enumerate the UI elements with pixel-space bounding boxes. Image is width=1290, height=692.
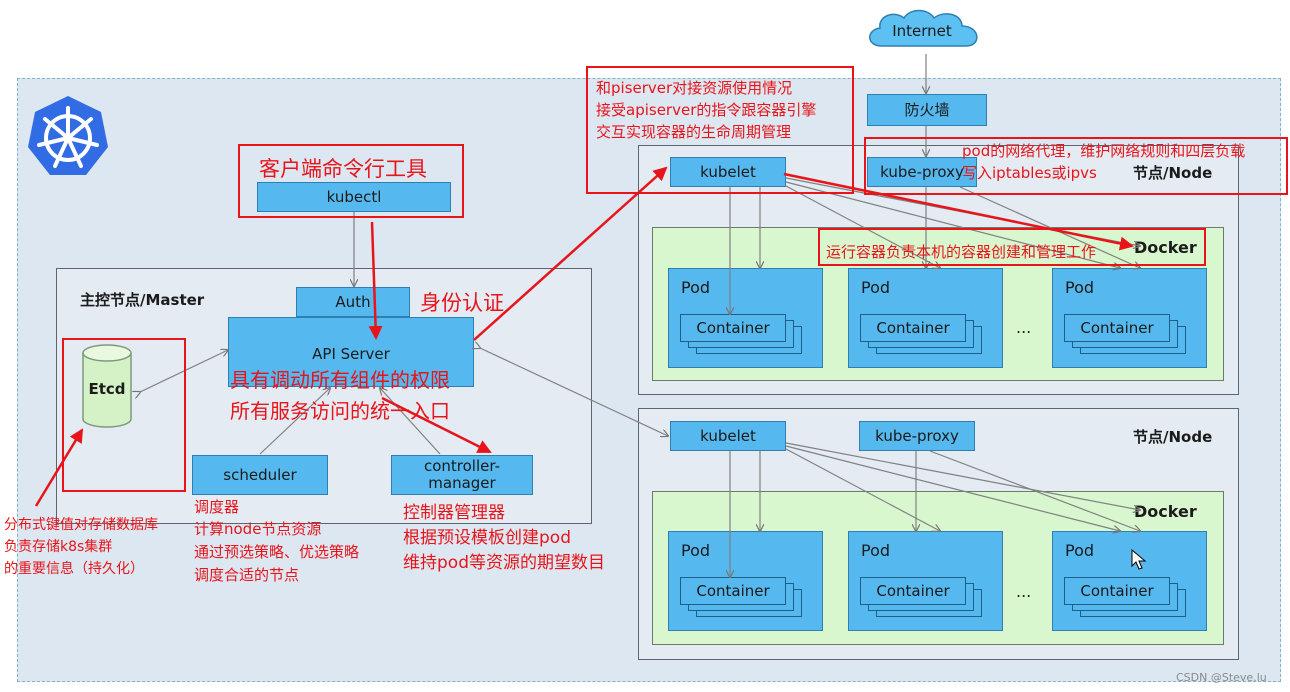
node-label-2: 节点/Node [1133, 428, 1213, 446]
internet-label: Internet [892, 22, 952, 40]
etcd-note-2: 负责存储k8s集群 [4, 539, 113, 555]
docker-note: 运行容器负责本机的容器创建和管理工作 [826, 243, 1097, 261]
kubectl-box: kubectl [257, 182, 451, 212]
pod-label: Pod [861, 278, 891, 297]
api-note-2: 所有服务访问的统一入口 [230, 399, 450, 423]
container-box: Container [1064, 577, 1170, 605]
api-server-box: API Server [228, 317, 474, 387]
docker-label-2: Docker [1134, 502, 1197, 521]
internet-cloud-icon [869, 9, 978, 47]
proxy-annotation-box [864, 137, 1288, 195]
master-label: 主控节点/Master [80, 291, 205, 309]
cm-note-1: 控制器管理器 [403, 503, 505, 523]
auth-box: Auth [296, 287, 410, 317]
pod-label: Pod [681, 541, 711, 560]
etcd-label: Etcd [88, 380, 126, 398]
scheduler-box: scheduler [192, 455, 328, 495]
scheduler-note-2: 计算node节点资源 [194, 520, 322, 538]
watermark: CSDN @Steve.lu [1176, 671, 1267, 684]
pod-ellipsis-2: ... [1016, 582, 1032, 601]
kubelet-note-1: 和piserver对接资源使用情况 [596, 79, 793, 97]
container-box: Container [680, 314, 786, 342]
scheduler-note-4: 调度合适的节点 [194, 566, 300, 584]
api-note-1: 具有调动所有组件的权限 [230, 368, 450, 392]
container-box: Container [1064, 314, 1170, 342]
pod-label: Pod [1065, 541, 1095, 560]
proxy-note-1: pod的网络代理，维护网络规则和四层负载 [962, 142, 1246, 160]
scheduler-note-3: 通过预选策略、优选策略 [194, 543, 360, 561]
pod-label: Pod [861, 541, 891, 560]
firewall-box: 防火墙 [867, 94, 987, 126]
auth-note: 身份认证 [420, 291, 504, 315]
pod-label: Pod [1065, 278, 1095, 297]
cm-note-2: 根据预设模板创建pod [403, 528, 571, 548]
proxy-note-2: 写入iptables或ipvs [962, 164, 1097, 182]
pod-label: Pod [681, 278, 711, 297]
etcd-note-1: 分布式键值对存储数据库 [4, 517, 158, 533]
kubelet-note-2: 接受apiserver的指令跟容器引擎 [596, 101, 817, 119]
container-box: Container [680, 577, 786, 605]
kube-proxy-box-1: kube-proxy [867, 157, 977, 187]
container-box: Container [860, 577, 966, 605]
kubectl-annotation-box [238, 144, 464, 218]
kubectl-note: 客户端命令行工具 [259, 157, 427, 181]
kube-proxy-box-2: kube-proxy [859, 421, 975, 451]
docker-label-1: Docker [1134, 238, 1197, 257]
docker-annotation-box [818, 228, 1206, 266]
etcd-annotation-box [62, 338, 186, 492]
kubelet-annotation-box [586, 66, 854, 194]
container-box: Container [860, 314, 966, 342]
kubelet-box-2: kubelet [670, 421, 786, 451]
node-label-1: 节点/Node [1133, 164, 1213, 182]
cm-note-3: 维持pod等资源的期望数目 [403, 553, 605, 573]
controller-manager-box: controller- manager [391, 455, 533, 495]
etcd-note-3: 的重要信息（持久化） [4, 561, 144, 577]
kubelet-note-3: 交互实现容器的生命周期管理 [596, 123, 792, 141]
etcd-database-icon [82, 344, 132, 428]
kubelet-box-1: kubelet [670, 157, 786, 187]
pod-ellipsis-1: ... [1016, 318, 1032, 337]
kubernetes-logo-icon [28, 96, 108, 175]
mouse-cursor-icon [1131, 549, 1147, 570]
scheduler-note-1: 调度器 [194, 498, 240, 516]
